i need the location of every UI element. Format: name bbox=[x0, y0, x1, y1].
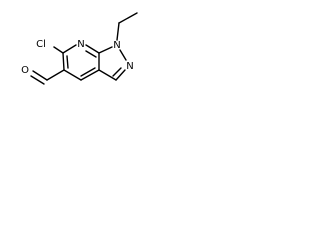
bond-n2-c3 bbox=[115, 69, 126, 81]
bond-n1-ch2 bbox=[116, 22, 120, 41]
bond-c3-c3a bbox=[98, 69, 117, 81]
bond-c7a-n1 bbox=[98, 46, 113, 54]
oxygen-label: O bbox=[21, 65, 29, 76]
bond-c4-c5 bbox=[63, 69, 82, 81]
structure-diagram: Cl O N N N bbox=[0, 0, 190, 112]
pyrazole-nitrogen-1-label: N bbox=[113, 40, 120, 51]
molecule-drawing: Cl O N N N bbox=[21, 12, 138, 85]
bond-c6-cl bbox=[53, 46, 64, 54]
pyrazole-nitrogen-2-label: N bbox=[126, 61, 133, 72]
chlorine-label: Cl bbox=[36, 39, 46, 50]
bond-c5-c6 bbox=[62, 52, 65, 71]
bond-n2-c3-double bbox=[112, 67, 122, 77]
bond-c6-n7 bbox=[62, 44, 77, 54]
bond-cho-o bbox=[32, 70, 48, 81]
bond-c3a-c4 bbox=[80, 69, 100, 81]
pyridine-nitrogen-label: N bbox=[77, 39, 84, 50]
bond-c5-cho bbox=[46, 69, 65, 81]
bond-n7-c7a bbox=[85, 44, 100, 54]
bond-c7a-n7-double bbox=[85, 50, 97, 58]
bond-c5-c6-double bbox=[66, 55, 69, 69]
bond-cho-o-double bbox=[30, 75, 45, 85]
bond-c3a-c4-double bbox=[80, 67, 96, 77]
bond-n1-n2 bbox=[119, 49, 127, 61]
bond-ch2-ch3 bbox=[118, 12, 138, 24]
